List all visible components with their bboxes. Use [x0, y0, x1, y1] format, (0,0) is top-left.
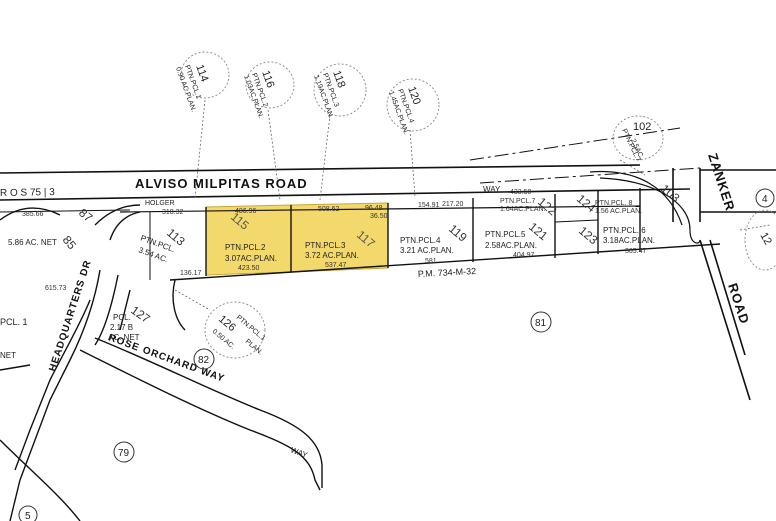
parcel-127-line3: AC. NET — [108, 333, 140, 342]
callout-116-num: 116 — [259, 69, 276, 90]
dim-15: 615.73 — [45, 285, 67, 292]
callout-114-num: 114 — [193, 63, 210, 84]
callout-118-num: 118 — [330, 69, 347, 90]
parcel-123-line1: PTN.PCL. 6 — [603, 226, 646, 235]
parcel-119[interactable]: 119 PTN.PCL.4 3.21 AC.PLAN. — [400, 222, 470, 255]
dim-16: 136.17 — [180, 270, 202, 277]
parcel-115-line2: 3.07AC.PLAN. — [225, 254, 277, 263]
parcel-127-line2: 2.17 B — [110, 323, 133, 332]
parcel-123-num: 123 — [576, 224, 601, 248]
circle-5-label: 5 — [25, 511, 31, 521]
way-bottom-label: WAY — [289, 445, 309, 460]
way-top-label: WAY — [483, 185, 501, 194]
dim-13: 365.47 — [625, 248, 647, 255]
parcel-124-line2: 1.56 AC.PLAN. — [595, 208, 642, 215]
parcel-boundaries — [149, 188, 721, 281]
circle-81 — [530, 311, 552, 333]
parcel-119-line2: 3.21 AC.PLAN. — [400, 246, 454, 255]
circle-5 — [18, 505, 38, 521]
dim-1: 486.96 — [235, 208, 257, 215]
zanker-road-lines — [589, 168, 776, 401]
parcel-122-line2: 1.64AC.PLAN. — [500, 206, 546, 213]
dim-7: 36.50 — [370, 213, 388, 220]
parcel-85-line1: 5.86 AC. NET — [8, 238, 57, 247]
callout-114-bubble — [180, 51, 230, 99]
circle-82-label: 82 — [198, 355, 210, 366]
zanker-label: ZANKER — [705, 151, 738, 213]
parcel-pcl1-line1: PCL. 1 — [0, 317, 28, 327]
parcel-127-line1: PCL. — [113, 313, 131, 322]
dim-11: 433.50 — [510, 189, 532, 196]
parcel-103[interactable]: 103 — [658, 182, 683, 206]
parcel-121-line1: PTN.PCL.5 — [485, 230, 526, 239]
dim-10: 581 — [425, 258, 437, 265]
dim-2: 318.32 — [162, 209, 184, 216]
headquarters-dr-label: HEADQUARTERS DR — [47, 259, 94, 373]
circle-79 — [113, 441, 135, 463]
parcel-119-num: 119 — [446, 222, 470, 245]
parcel-127[interactable]: 127 PCL. 2.17 B AC. NET — [108, 303, 153, 342]
callout-126-bubble — [204, 301, 266, 359]
parcel-87[interactable]: 87 — [76, 206, 95, 226]
parcel-117-line2: 3.72 AC.PLAN. — [305, 251, 359, 260]
circle-4 — [755, 188, 775, 208]
dim-9: 537.47 — [325, 262, 347, 269]
dimension-labels: 486.96 318.32 508.62 96.48 154.91 217.20… — [22, 189, 647, 292]
callout-120-num: 120 — [405, 85, 423, 106]
parcel-122[interactable]: 122 PTN.PCL.7 1.64AC.PLAN. — [500, 195, 560, 219]
parcel-124-line1: PTN.PCL. 8 — [595, 200, 632, 207]
dim-3: 508.62 — [318, 206, 340, 213]
parcel-115-line1: PTN.PCL.2 — [225, 243, 266, 252]
parcel-121-num: 121 — [526, 220, 551, 244]
parcel-103-num: 103 — [658, 182, 683, 206]
parcel-85[interactable]: 85 5.86 AC. NET — [8, 233, 79, 252]
parcel-87-num: 87 — [76, 206, 95, 226]
callout-116-bubble — [245, 61, 295, 109]
parcel-117-line1: PTN.PCL.3 — [305, 241, 346, 250]
parcel-85-num: 85 — [60, 233, 80, 252]
dim-5: 154.91 — [418, 202, 440, 209]
callout-right-num: 12 — [757, 231, 774, 248]
pm-label: P.M. 734-M-32 — [418, 266, 477, 279]
parcel-119-line1: PTN.PCL.4 — [400, 236, 441, 245]
alviso-milpitas-road-lines — [0, 127, 701, 213]
callout-126-pcl: PTN.PCL.1 — [235, 314, 267, 342]
circle-81-label: 81 — [535, 318, 547, 329]
callout-bubbles — [180, 51, 776, 359]
parcel-pcl1[interactable]: PCL. 1 NET — [0, 317, 28, 360]
circled-numbers: 81 82 79 4 5 — [18, 188, 775, 521]
callout-leaders — [174, 99, 771, 311]
circle-79-label: 79 — [118, 448, 130, 459]
parcel-123-line2: 3.18AC.PLAN. — [603, 236, 655, 245]
circle-4-label: 4 — [762, 194, 768, 205]
callout-102-num: 102 — [633, 121, 651, 133]
callout-118-bubble — [313, 63, 367, 117]
parcel-122-line1: PTN.PCL.7 — [500, 198, 536, 205]
headquarters-area-lines — [0, 204, 323, 521]
parcel-123[interactable]: 123 PTN.PCL. 6 3.18AC.PLAN. — [576, 224, 655, 248]
dim-12: 404.97 — [513, 252, 535, 259]
holger-label: HOLGER — [145, 200, 175, 207]
alviso-milpitas-road-label: ALVISO MILPITAS ROAD — [135, 176, 308, 191]
parcel-113[interactable]: 113 PTN.PCL. 3.54 AC. — [137, 226, 188, 265]
dim-8: 423.50 — [238, 265, 260, 272]
parcel-pcl1-line2: NET — [0, 351, 16, 360]
callout-120-bubble — [386, 78, 440, 132]
callout-102-bubble — [612, 115, 664, 161]
circle-82 — [193, 348, 215, 370]
dim-6: 217.20 — [442, 201, 464, 208]
parcel-121-line2: 2.58AC.PLAN. — [485, 241, 537, 250]
parcel-121[interactable]: 121 PTN.PCL.5 2.58AC.PLAN. — [485, 220, 551, 250]
dim-4: 96.48 — [365, 205, 383, 212]
dim-14: 385.66 — [22, 211, 44, 218]
parcel-124[interactable]: 124 PTN.PCL. 8 1.56 AC.PLAN. — [574, 192, 642, 216]
ros-label: R O S 75 | 3 — [0, 187, 55, 199]
